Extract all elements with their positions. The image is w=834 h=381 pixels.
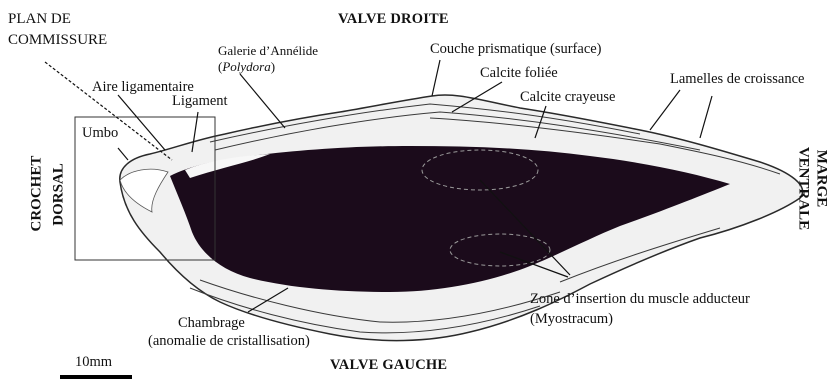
- couche-prismatique-label: Couche prismatique (surface): [430, 42, 602, 57]
- scale-label: 10mm: [75, 355, 112, 370]
- polydora-label: (Polydora): [218, 60, 275, 74]
- umbo-label: Umbo: [82, 126, 118, 141]
- calcite-foliee-label: Calcite foliée: [480, 66, 558, 81]
- crochet-label: CROCHET: [29, 158, 46, 232]
- myostracum-label: (Myostracum): [530, 312, 613, 327]
- chambrage-label: Chambrage: [178, 316, 245, 331]
- marge-label: MARGE: [813, 134, 830, 224]
- zone-insertion-label: Zone d’insertion du muscle adducteur: [530, 292, 750, 307]
- valve-droite-label: VALVE DROITE: [338, 12, 449, 27]
- plan-de-label: PLAN DE: [8, 12, 71, 28]
- ventrale-label: VENTRALE: [795, 144, 812, 234]
- galerie-label: Galerie d’Annélide: [218, 44, 318, 58]
- calcite-crayeuse-label: Calcite crayeuse: [520, 90, 615, 105]
- valve-gauche-label: VALVE GAUCHE: [330, 358, 447, 373]
- commissure-label: COMMISSURE: [8, 33, 107, 49]
- anomalie-label: (anomalie de cristallisation): [148, 334, 310, 349]
- lamelles-label: Lamelles de croissance: [670, 72, 804, 87]
- dorsal-label: DORSAL: [51, 158, 68, 232]
- ligament-label: Ligament: [172, 94, 228, 109]
